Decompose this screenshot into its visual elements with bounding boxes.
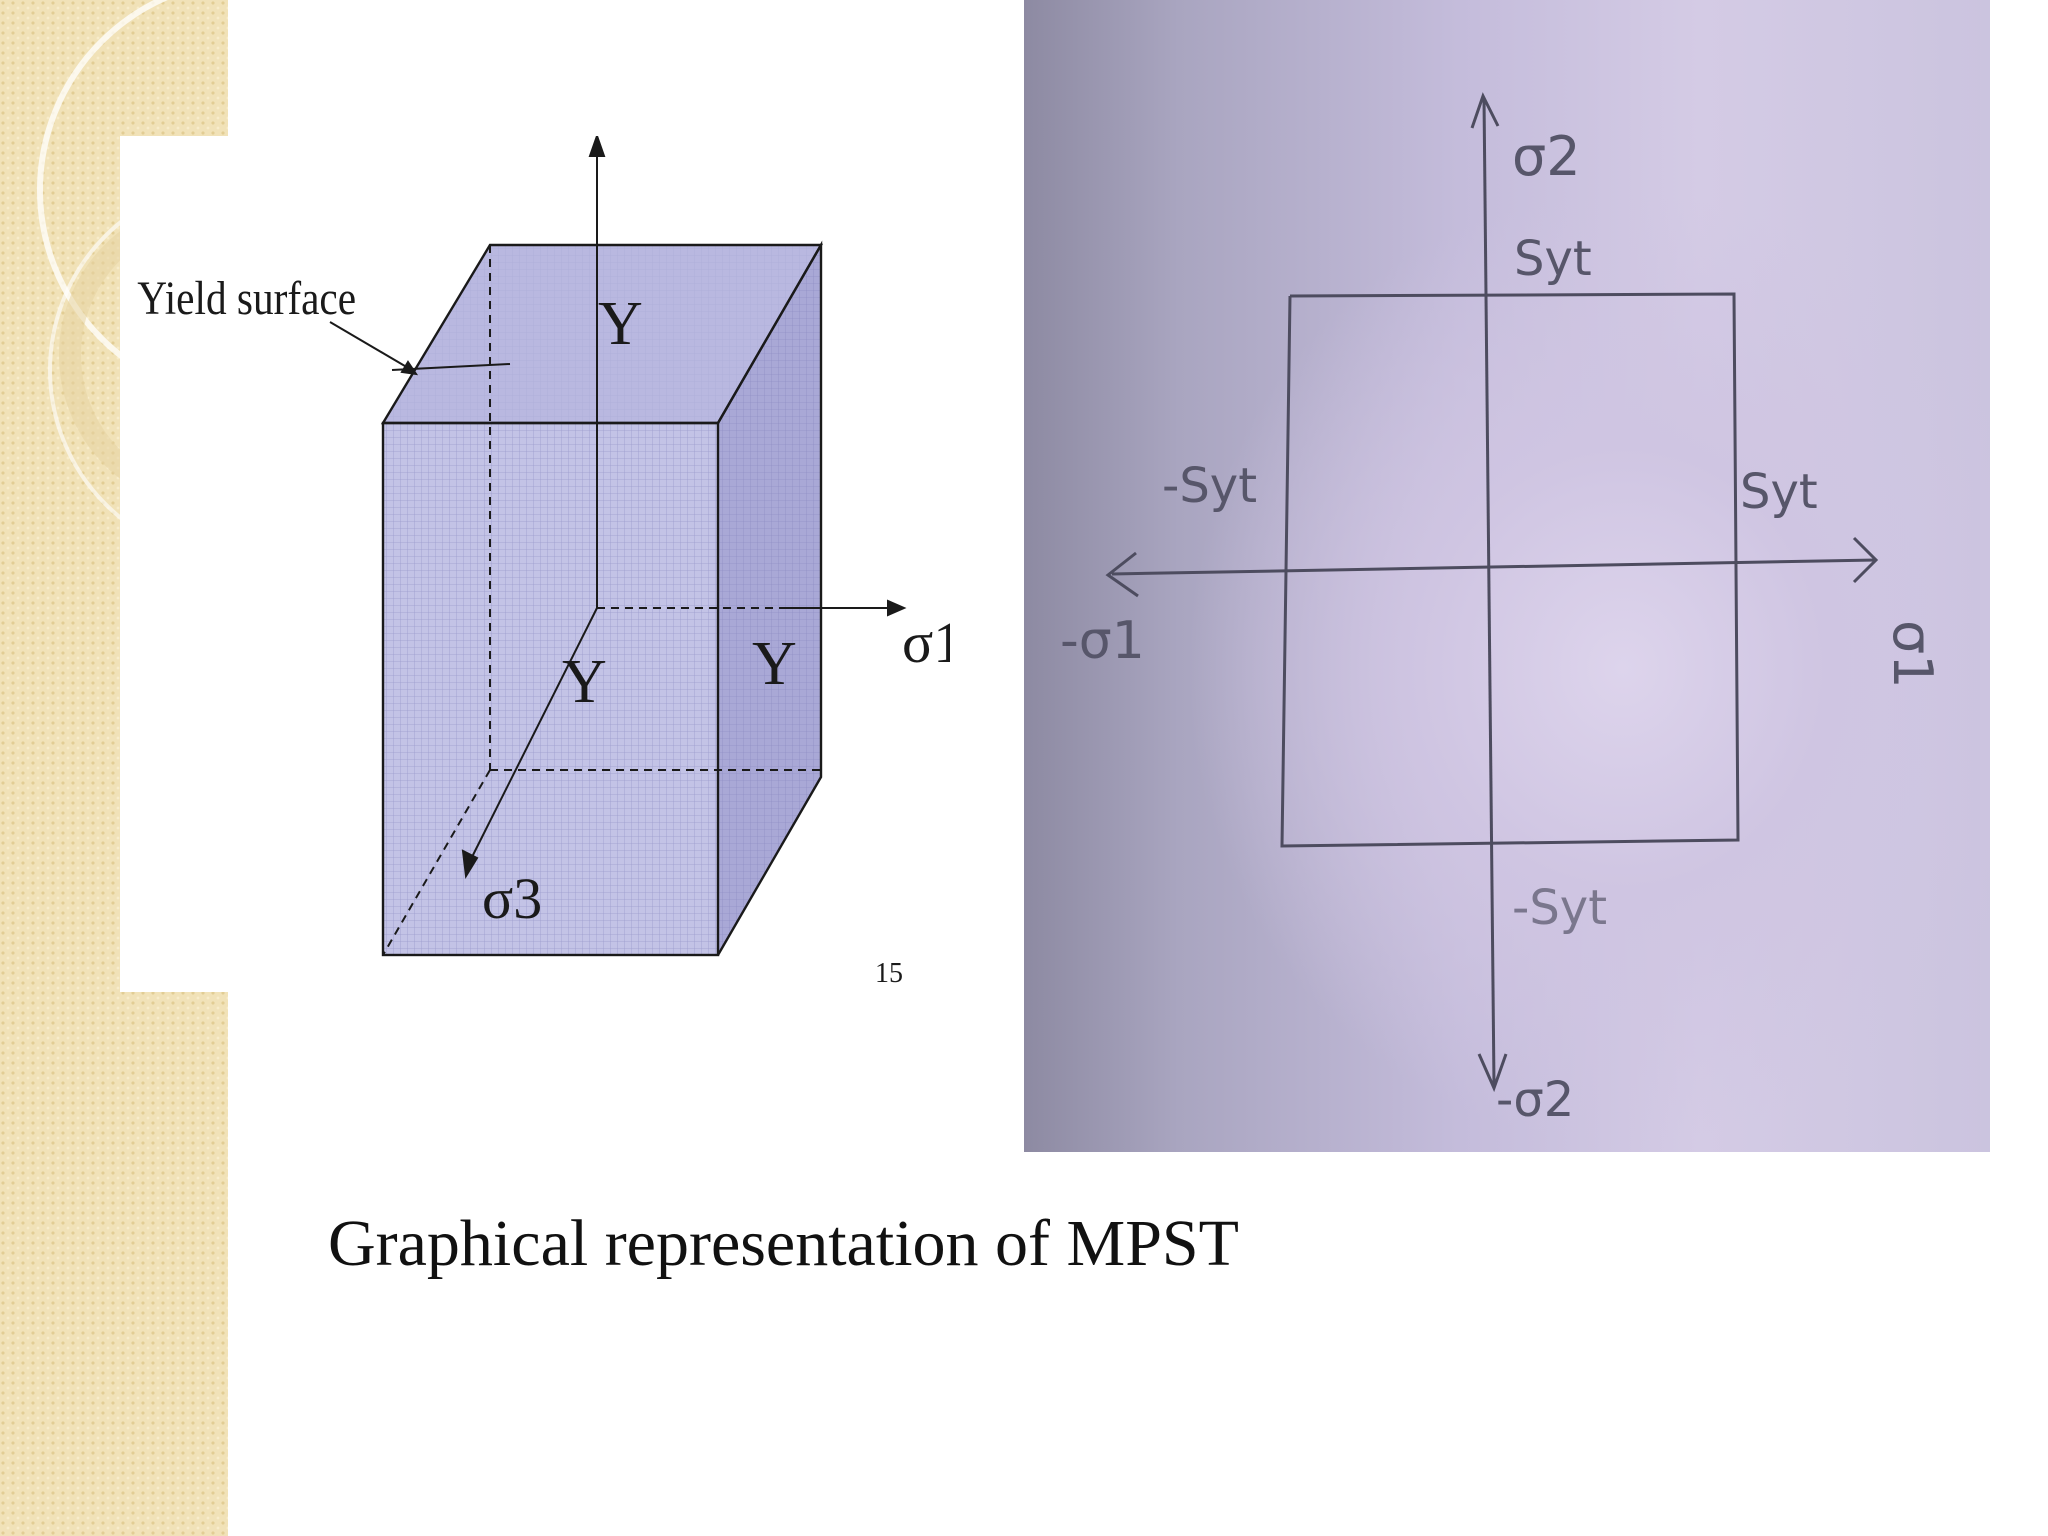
sketch-sigma1-label: σ1 — [1881, 620, 1944, 689]
sketch-neg-syt-bottom-label: -Syt — [1512, 880, 1607, 936]
yield-surface-cube-figure: Y Y Y Yield surface σ1 σ3 15 — [120, 136, 950, 992]
hand-drawn-mpst-sketch: σ2 Syt -Syt Syt -σ1 σ1 -Syt -σ2 — [1024, 0, 1990, 1152]
cube-diagram: Y Y Y Yield surface σ1 σ3 15 — [137, 136, 950, 989]
sketch-syt-top-label: Syt — [1514, 231, 1592, 287]
cube-sigma3-label: σ3 — [482, 866, 542, 931]
sketch-sigma2-label: σ2 — [1512, 125, 1581, 188]
sketch-neg-sigma1-label: -σ1 — [1060, 611, 1145, 671]
sketch-neg-syt-left-label: -Syt — [1162, 458, 1257, 514]
sketch-neg-sigma2-label: -σ2 — [1496, 1072, 1574, 1128]
sketch-diagram: σ2 Syt -Syt Syt -σ1 σ1 -Syt -σ2 — [1060, 92, 1944, 1128]
cube-sigma1-label: σ1 — [902, 610, 950, 675]
yield-surface-label: Yield surface — [137, 271, 356, 325]
sketch-syt-right-label: Syt — [1740, 464, 1818, 520]
cube-y-top-label: Y — [598, 290, 643, 358]
cube-y-right-label: Y — [752, 630, 797, 698]
slide-caption: Graphical representation of MPST — [328, 1207, 1239, 1280]
cube-y-front-label: Y — [562, 648, 607, 716]
page-number: 15 — [875, 958, 903, 989]
